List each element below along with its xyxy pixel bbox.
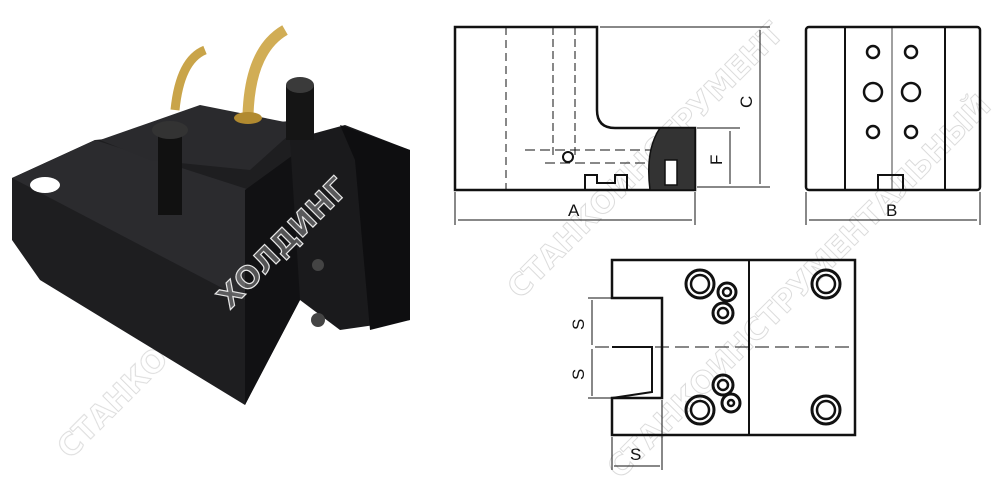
dim-b-label: B <box>886 201 897 220</box>
dim-s-upper-label: S <box>569 319 588 330</box>
top-view <box>588 258 857 470</box>
front-view <box>453 25 770 225</box>
side-view <box>804 25 982 225</box>
dim-s-lower-label: S <box>569 369 588 380</box>
dim-a-label: A <box>568 201 580 220</box>
tool-holder-photo <box>12 25 410 405</box>
dim-s-bottom-label: S <box>630 445 641 464</box>
svg-text:СТАНКОИНСТРУМЕНТ: СТАНКОИНСТРУМЕНТ <box>501 16 791 306</box>
dim-c-label: C <box>737 96 756 108</box>
dim-f-label: F <box>707 155 726 165</box>
